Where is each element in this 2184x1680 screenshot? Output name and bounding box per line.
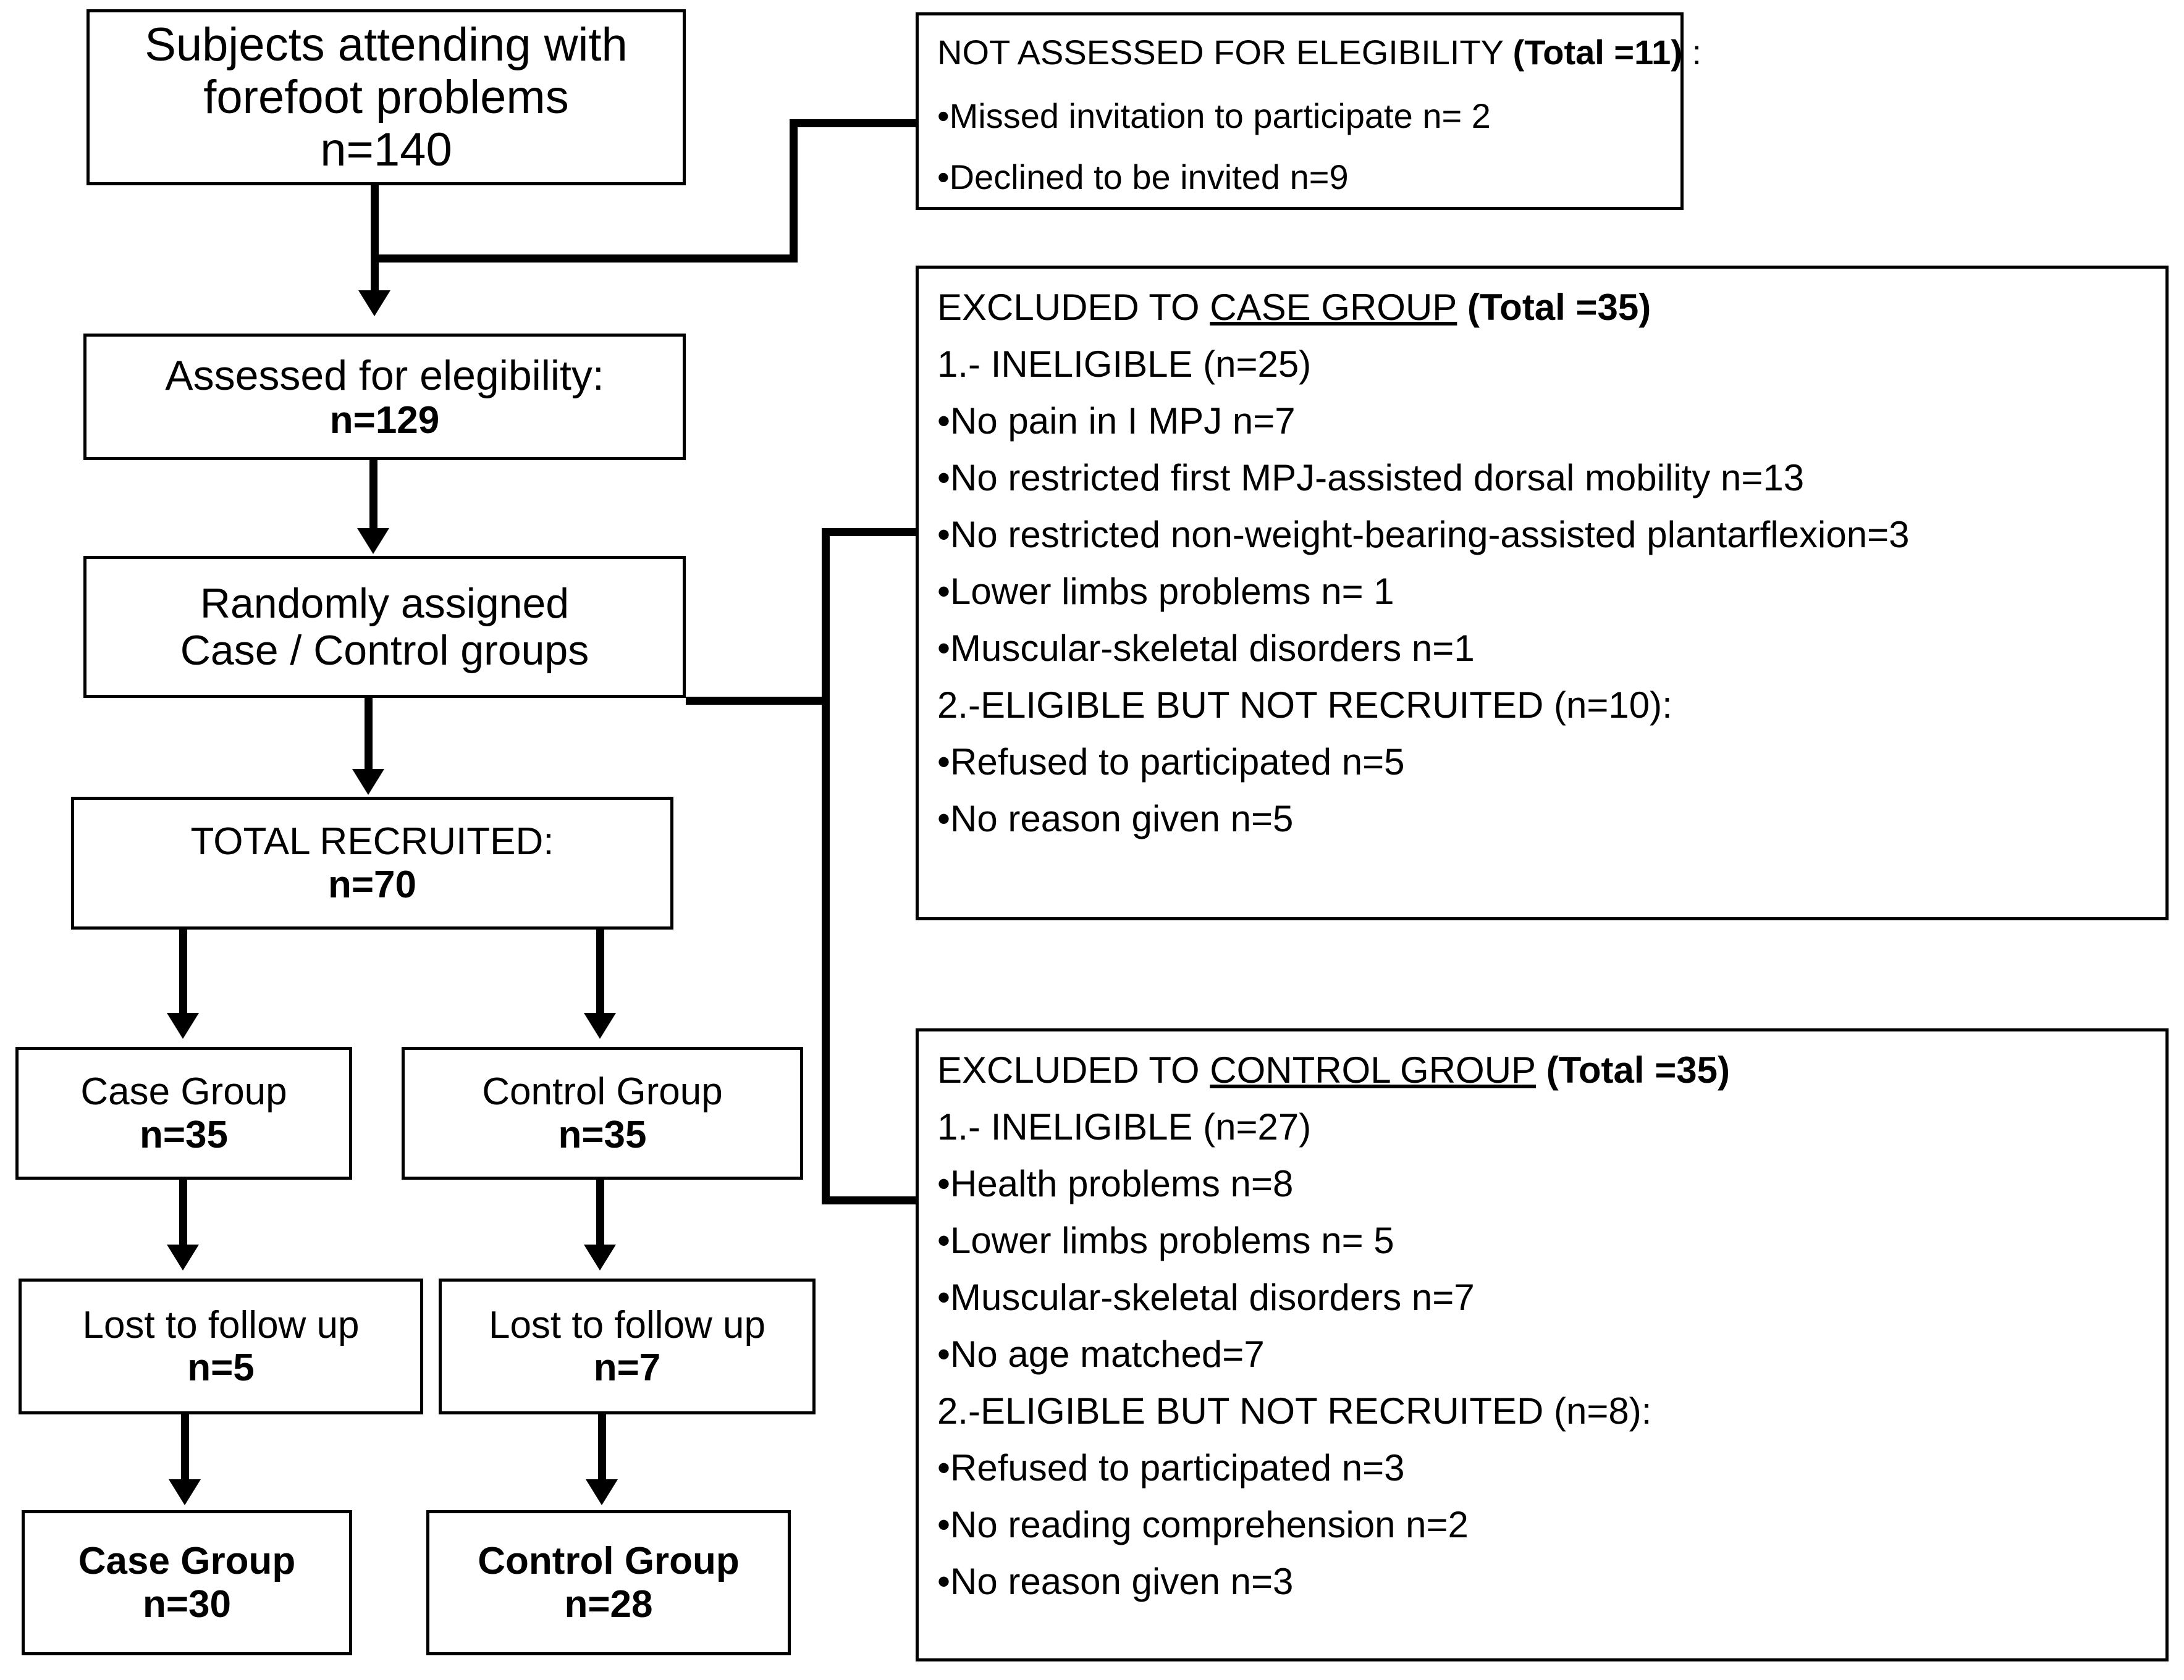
arrowhead-total-to-case (167, 1013, 199, 1039)
panel-heading-group: CASE GROUP (1210, 287, 1457, 328)
node-count: n=30 (142, 1582, 232, 1626)
arrowhead-case-to-lost (167, 1245, 199, 1270)
panel-heading: NOT ASSESSED FOR ELEGIBILITY (Total =11)… (937, 30, 1701, 75)
panel-heading-group: CONTROL GROUP (1210, 1049, 1537, 1091)
node-count: n=129 (329, 398, 440, 442)
node-line: Control Group (482, 1070, 723, 1114)
connector-exclusions-trunk-vertical (822, 528, 830, 1204)
node-subjects-attending: Subjects attending with forefoot problem… (86, 9, 686, 185)
panel-excluded-to-case-group: EXCLUDED TO CASE GROUP (Total =35) 1.- I… (916, 266, 2169, 920)
node-line: Lost to follow up (82, 1303, 360, 1346)
connector-exclusions-to-case-panel (822, 528, 916, 536)
node-line: Case / Control groups (180, 627, 589, 674)
node-assessed-for-eligibility: Assessed for elegibility: n=129 (83, 334, 686, 460)
connector-case-to-lost-vertical (179, 1180, 187, 1248)
connector-total-to-control-vertical (596, 930, 604, 1019)
arrowhead-control-to-lost (584, 1245, 616, 1270)
connector-enrolled-to-assessed-vertical (371, 185, 379, 296)
panel-heading-text: EXCLUDED TO (937, 287, 1210, 328)
arrowhead-randomized-to-total (352, 769, 384, 795)
node-count: n=7 (593, 1346, 661, 1389)
node-line: TOTAL RECRUITED: (190, 820, 554, 863)
connector-not-assessed-horizontal-upper (790, 119, 916, 127)
panel-list-item: •No restricted first MPJ-assisted dorsal… (937, 457, 1805, 498)
panel-heading: EXCLUDED TO CASE GROUP (Total =35) (937, 284, 2147, 332)
connector-exclusions-to-control-panel (822, 1196, 916, 1204)
panel-heading-suffix: : (1682, 33, 1702, 72)
node-line: Case Group (78, 1540, 296, 1583)
connector-randomized-to-total-vertical (365, 698, 373, 775)
node-control-lost-to-follow-up: Lost to follow up n=7 (439, 1279, 816, 1414)
arrowhead-assessed-to-randomized (357, 528, 389, 554)
connector-control-to-lost-vertical (596, 1180, 604, 1248)
panel-list-item: •No age matched=7 (937, 1334, 1265, 1375)
panel-section-1: 1.- INELIGIBLE (n=25) (937, 343, 1312, 385)
panel-heading-total: (Total =35) (1536, 1049, 1731, 1091)
connector-not-assessed-horizontal-lower (371, 254, 797, 262)
node-case-group-allocated: Case Group n=35 (15, 1047, 352, 1180)
panel-section-2: 2.-ELIGIBLE BUT NOT RECRUITED (n=10): (937, 684, 1672, 726)
panel-heading-text: EXCLUDED TO (937, 1049, 1210, 1091)
node-count: n=35 (558, 1113, 647, 1156)
node-control-group-allocated: Control Group n=35 (402, 1047, 803, 1180)
node-line: Assessed for elegibility: (165, 351, 604, 399)
arrowhead-control-lost-to-final (586, 1479, 618, 1505)
panel-list-item: •Missed invitation to participate n= 2 (937, 96, 1491, 135)
panel-list-item: •Declined to be invited n=9 (937, 157, 1349, 196)
connector-case-lost-to-final-vertical (181, 1414, 189, 1485)
node-count: n=5 (187, 1346, 255, 1389)
arrowhead-enrolled-to-assessed (358, 290, 390, 316)
arrowhead-case-lost-to-final (169, 1479, 201, 1505)
panel-list-item: •Health problems n=8 (937, 1163, 1294, 1204)
panel-list-item: •No reason given n=5 (937, 798, 1294, 839)
panel-list-item: •Refused to participated n=3 (937, 1447, 1405, 1489)
node-randomly-assigned: Randomly assigned Case / Control groups (83, 556, 686, 698)
node-count: n=140 (320, 124, 452, 177)
node-count: n=35 (139, 1113, 229, 1156)
panel-list-item: •Lower limbs problems n= 1 (937, 571, 1394, 612)
panel-list-item: •Muscular-skeletal disorders n=1 (937, 628, 1475, 669)
node-line: forefoot problems (203, 70, 569, 124)
panel-not-assessed-for-eligibility: NOT ASSESSED FOR ELEGIBILITY (Total =11)… (916, 12, 1701, 210)
node-count: n=28 (564, 1582, 653, 1626)
connector-assessed-to-randomized-vertical (369, 460, 377, 534)
panel-section-2: 2.-ELIGIBLE BUT NOT RECRUITED (n=8): (937, 1390, 1652, 1432)
panel-heading-total: (Total =11) (1512, 33, 1682, 72)
panel-list-item: •Refused to participated n=5 (937, 741, 1405, 783)
node-line: Control Group (478, 1540, 740, 1583)
node-count: n=70 (327, 863, 417, 906)
node-case-lost-to-follow-up: Lost to follow up n=5 (19, 1279, 423, 1414)
node-line: Randomly assigned (200, 579, 570, 627)
panel-section-1: 1.- INELIGIBLE (n=27) (937, 1106, 1312, 1148)
panel-heading-total: (Total =35) (1457, 287, 1651, 328)
node-control-group-final: Control Group n=28 (426, 1510, 791, 1655)
arrowhead-total-to-control (584, 1013, 616, 1039)
node-case-group-final: Case Group n=30 (22, 1510, 352, 1655)
connector-not-assessed-vertical (790, 119, 798, 262)
connector-exclusions-horizontal-from-randomized (686, 697, 830, 705)
panel-list-item: •Muscular-skeletal disorders n=7 (937, 1277, 1475, 1318)
panel-heading-text: NOT ASSESSED FOR ELEGIBILITY (937, 33, 1513, 72)
connector-control-lost-to-final-vertical (598, 1414, 606, 1485)
node-line: Subjects attending with (145, 18, 628, 71)
connector-total-to-case-vertical (179, 930, 187, 1019)
node-line: Lost to follow up (488, 1303, 766, 1346)
panel-list-item: •No pain in I MPJ n=7 (937, 400, 1296, 442)
panel-list-item: •Lower limbs problems n= 5 (937, 1220, 1394, 1261)
panel-list-item: •No restricted non-weight-bearing-assist… (937, 514, 1910, 555)
panel-list-item: •No reason given n=3 (937, 1561, 1294, 1602)
node-line: Case Group (80, 1070, 287, 1114)
panel-heading: EXCLUDED TO CONTROL GROUP (Total =35) (937, 1046, 2147, 1094)
panel-list-item: •No reading comprehension n=2 (937, 1504, 1469, 1545)
node-total-recruited: TOTAL RECRUITED: n=70 (71, 797, 673, 930)
panel-excluded-to-control-group: EXCLUDED TO CONTROL GROUP (Total =35) 1.… (916, 1028, 2169, 1661)
